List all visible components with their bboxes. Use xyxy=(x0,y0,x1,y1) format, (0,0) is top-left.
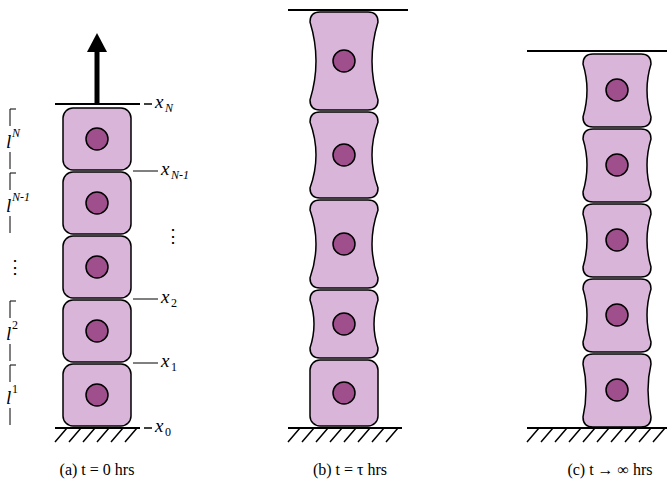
position-symbol: x xyxy=(161,159,169,178)
panel-caption: (b) t = τ hrs xyxy=(313,462,387,478)
nucleus xyxy=(86,320,108,342)
nucleus xyxy=(606,379,628,401)
nucleus xyxy=(86,192,108,214)
cell xyxy=(63,172,131,234)
ellipsis: ⋮ xyxy=(6,258,24,276)
position-leader xyxy=(133,363,158,364)
length-index: 2 xyxy=(12,319,18,331)
length-symbol: l xyxy=(6,388,11,407)
cell-column-b xyxy=(288,10,408,442)
position-index: N xyxy=(165,102,173,114)
top-plate xyxy=(55,103,140,105)
length-symbol: l xyxy=(6,196,11,215)
nucleus xyxy=(333,144,355,166)
position-leader xyxy=(133,171,158,172)
position-leader xyxy=(133,299,158,300)
cell xyxy=(63,108,131,170)
nucleus xyxy=(606,79,628,101)
cell xyxy=(310,12,378,110)
cell xyxy=(583,204,651,277)
position-index: 1 xyxy=(171,361,177,373)
cell xyxy=(310,290,378,358)
nucleus xyxy=(606,229,628,251)
cell xyxy=(310,200,378,288)
ground-hatch xyxy=(527,428,665,442)
position-index: 0 xyxy=(165,426,171,438)
cell xyxy=(583,129,651,202)
cell xyxy=(63,236,131,298)
ground xyxy=(55,427,140,429)
cell xyxy=(583,354,651,427)
position-symbol: x xyxy=(155,92,163,111)
top-plate xyxy=(527,50,667,52)
nucleus xyxy=(333,382,355,404)
position-index: N-1 xyxy=(171,169,189,181)
ground-hatch xyxy=(288,428,398,442)
pull-arrow-head xyxy=(87,33,107,52)
cell-column-c xyxy=(527,51,667,442)
position-tick xyxy=(144,427,152,429)
panel-caption: (c) t → ∞ hrs xyxy=(567,462,652,478)
nucleus xyxy=(606,154,628,176)
position-symbol: x xyxy=(161,351,169,370)
position-symbol: x xyxy=(161,287,169,306)
cell xyxy=(63,300,131,362)
length-index: 1 xyxy=(12,383,18,395)
cell xyxy=(310,360,378,426)
nucleus xyxy=(333,233,355,255)
ground xyxy=(527,427,667,429)
nucleus xyxy=(333,50,355,72)
nucleus xyxy=(86,384,108,406)
cell xyxy=(63,364,131,426)
position-tick xyxy=(144,103,152,105)
nucleus xyxy=(86,128,108,150)
ground xyxy=(288,427,402,429)
ellipsis: ⋮ xyxy=(164,227,182,245)
length-symbol: l xyxy=(6,324,11,343)
cell xyxy=(310,112,378,198)
nucleus xyxy=(606,304,628,326)
length-index: N-1 xyxy=(12,191,30,203)
position-symbol: x xyxy=(155,416,163,435)
cell xyxy=(583,54,651,127)
cell-column-a xyxy=(10,33,158,442)
top-plate xyxy=(288,9,408,11)
panel-caption: (a) t = 0 hrs xyxy=(60,462,135,478)
length-index: N xyxy=(12,127,20,139)
ground-hatch xyxy=(55,428,137,442)
length-symbol: l xyxy=(6,132,11,151)
pull-arrow xyxy=(95,50,100,104)
nucleus xyxy=(86,256,108,278)
cell xyxy=(583,279,651,352)
position-index: 2 xyxy=(171,297,177,309)
nucleus xyxy=(333,313,355,335)
